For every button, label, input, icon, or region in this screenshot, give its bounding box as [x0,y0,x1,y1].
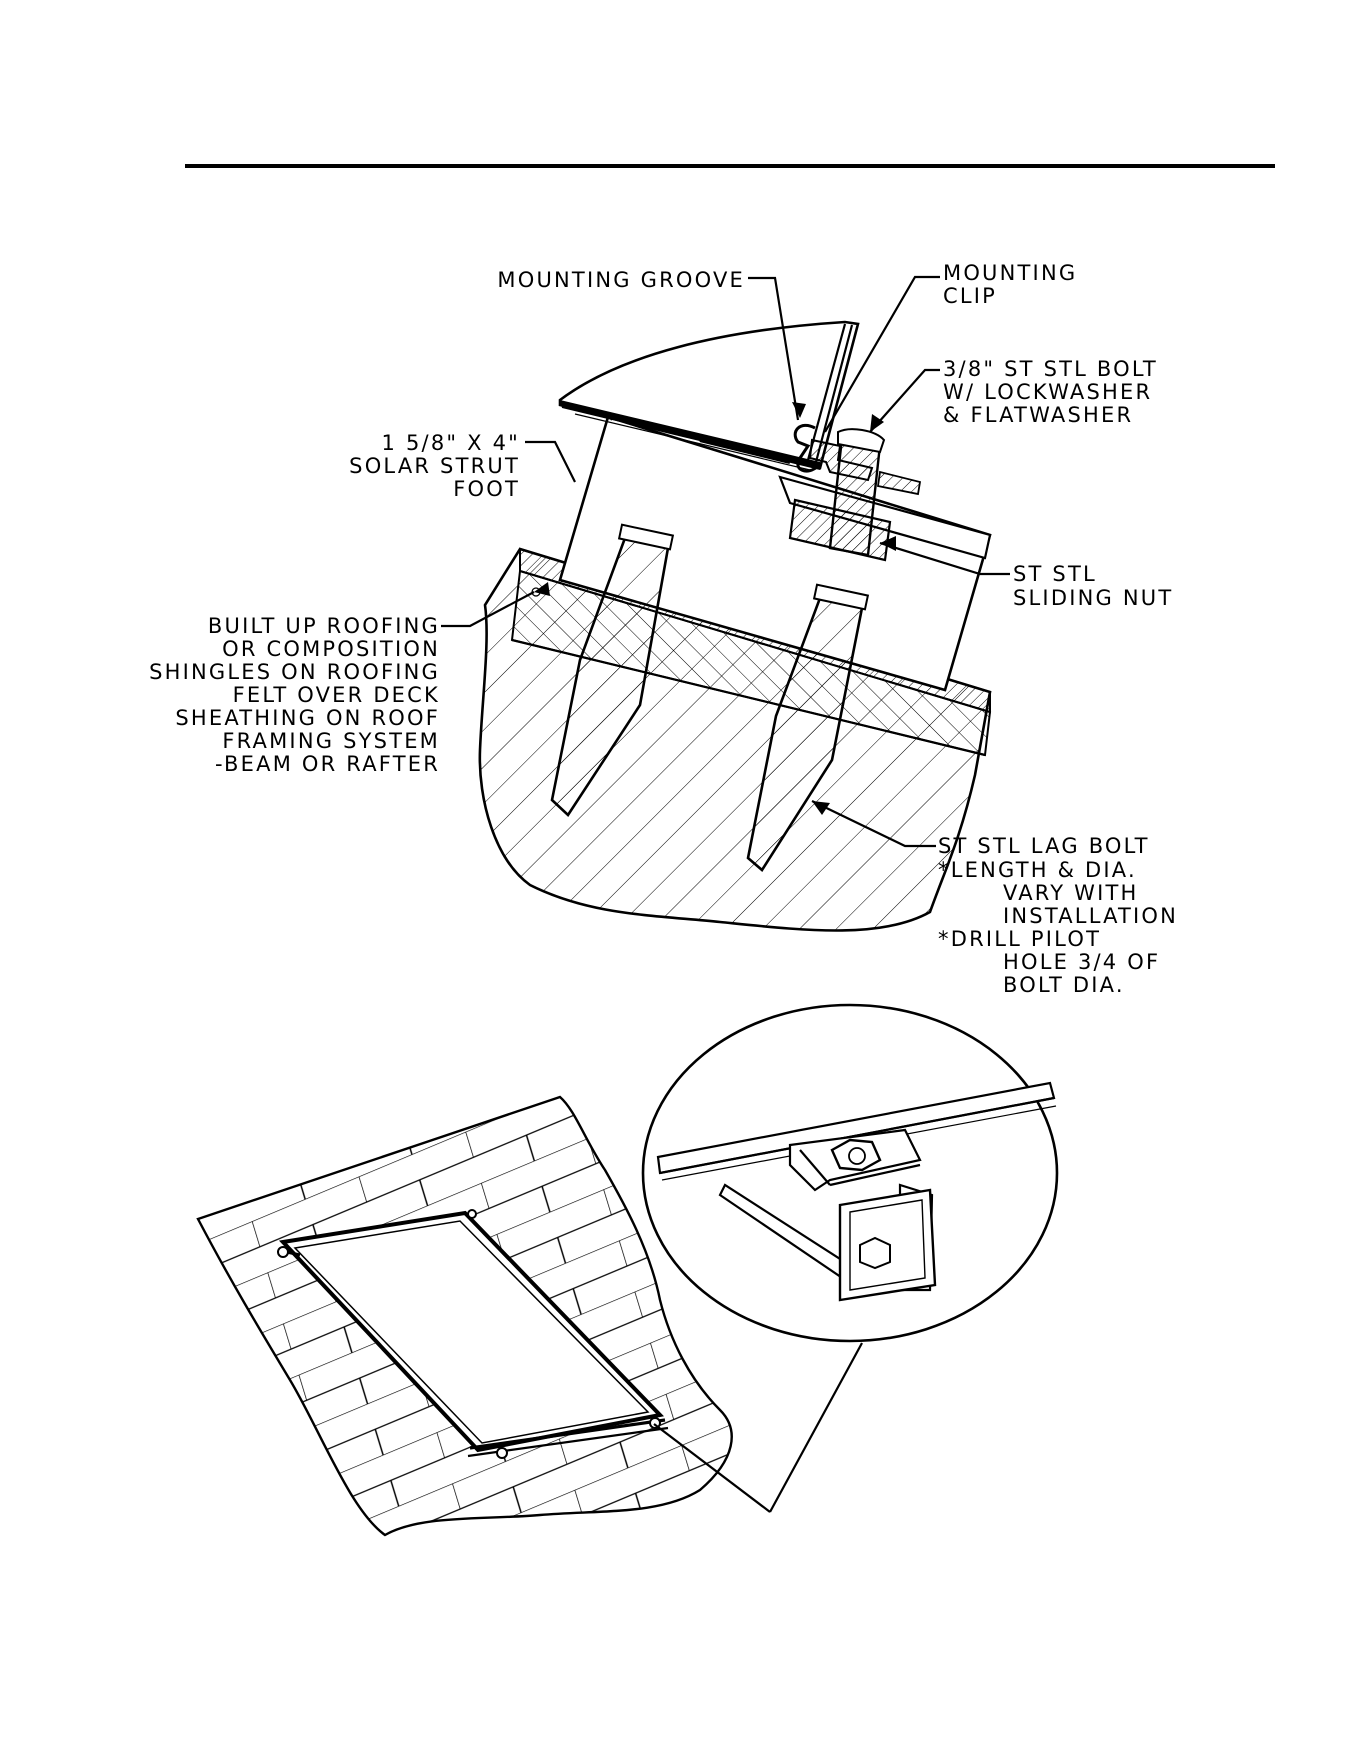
label-strut-foot-2: SOLAR STRUT [349,454,520,478]
label-roofing-2: OR COMPOSITION [222,637,440,661]
label-roofing-7: -BEAM OR RAFTER [215,752,440,776]
label-mounting-groove: MOUNTING GROOVE [497,268,745,292]
strut-channel [778,475,992,560]
label-sliding-nut-1: ST STL [1013,562,1097,586]
label-lag-bolt-1: ST STL LAG BOLT [938,834,1150,858]
mounting-groove [793,423,820,473]
label-mounting-clip-1: MOUNTING [943,261,1077,285]
section-detail: MOUNTING GROOVE MOUNTING CLIP 3/8" ST ST… [149,261,1178,997]
label-roofing-1: BUILT UP ROOFING [208,614,440,638]
label-lag-bolt-7: BOLT DIA. [1003,973,1125,997]
label-strut-foot-3: FOOT [453,477,520,501]
label-lag-bolt-4: INSTALLATION [1003,904,1178,928]
label-roofing-4: FELT OVER DECK [233,683,440,707]
label-roofing-6: FRAMING SYSTEM [222,729,440,753]
detail-callout [641,1003,1059,1343]
label-bolt-3: & FLATWASHER [943,403,1133,427]
label-bolt-1: 3/8" ST STL BOLT [943,357,1158,381]
label-lag-bolt-2: *LENGTH & DIA. [938,858,1137,882]
label-roofing-3: SHINGLES ON ROOFING [149,660,440,684]
label-bolt-2: W/ LOCKWASHER [943,380,1152,404]
label-sliding-nut-2: SLIDING NUT [1013,586,1173,610]
label-lag-bolt-6: HOLE 3/4 OF [1003,950,1160,974]
perspective-view [196,1003,1059,1537]
label-roofing-5: SHEATHING ON ROOF [175,706,440,730]
collector-panel-edge [558,320,860,470]
label-strut-foot-1: 1 5/8" X 4" [382,431,520,455]
label-mounting-clip-2: CLIP [943,284,997,308]
sliding-nut [788,498,892,562]
label-lag-bolt-5: *DRILL PILOT [938,927,1101,951]
label-lag-bolt-3: VARY WITH [1003,881,1139,905]
